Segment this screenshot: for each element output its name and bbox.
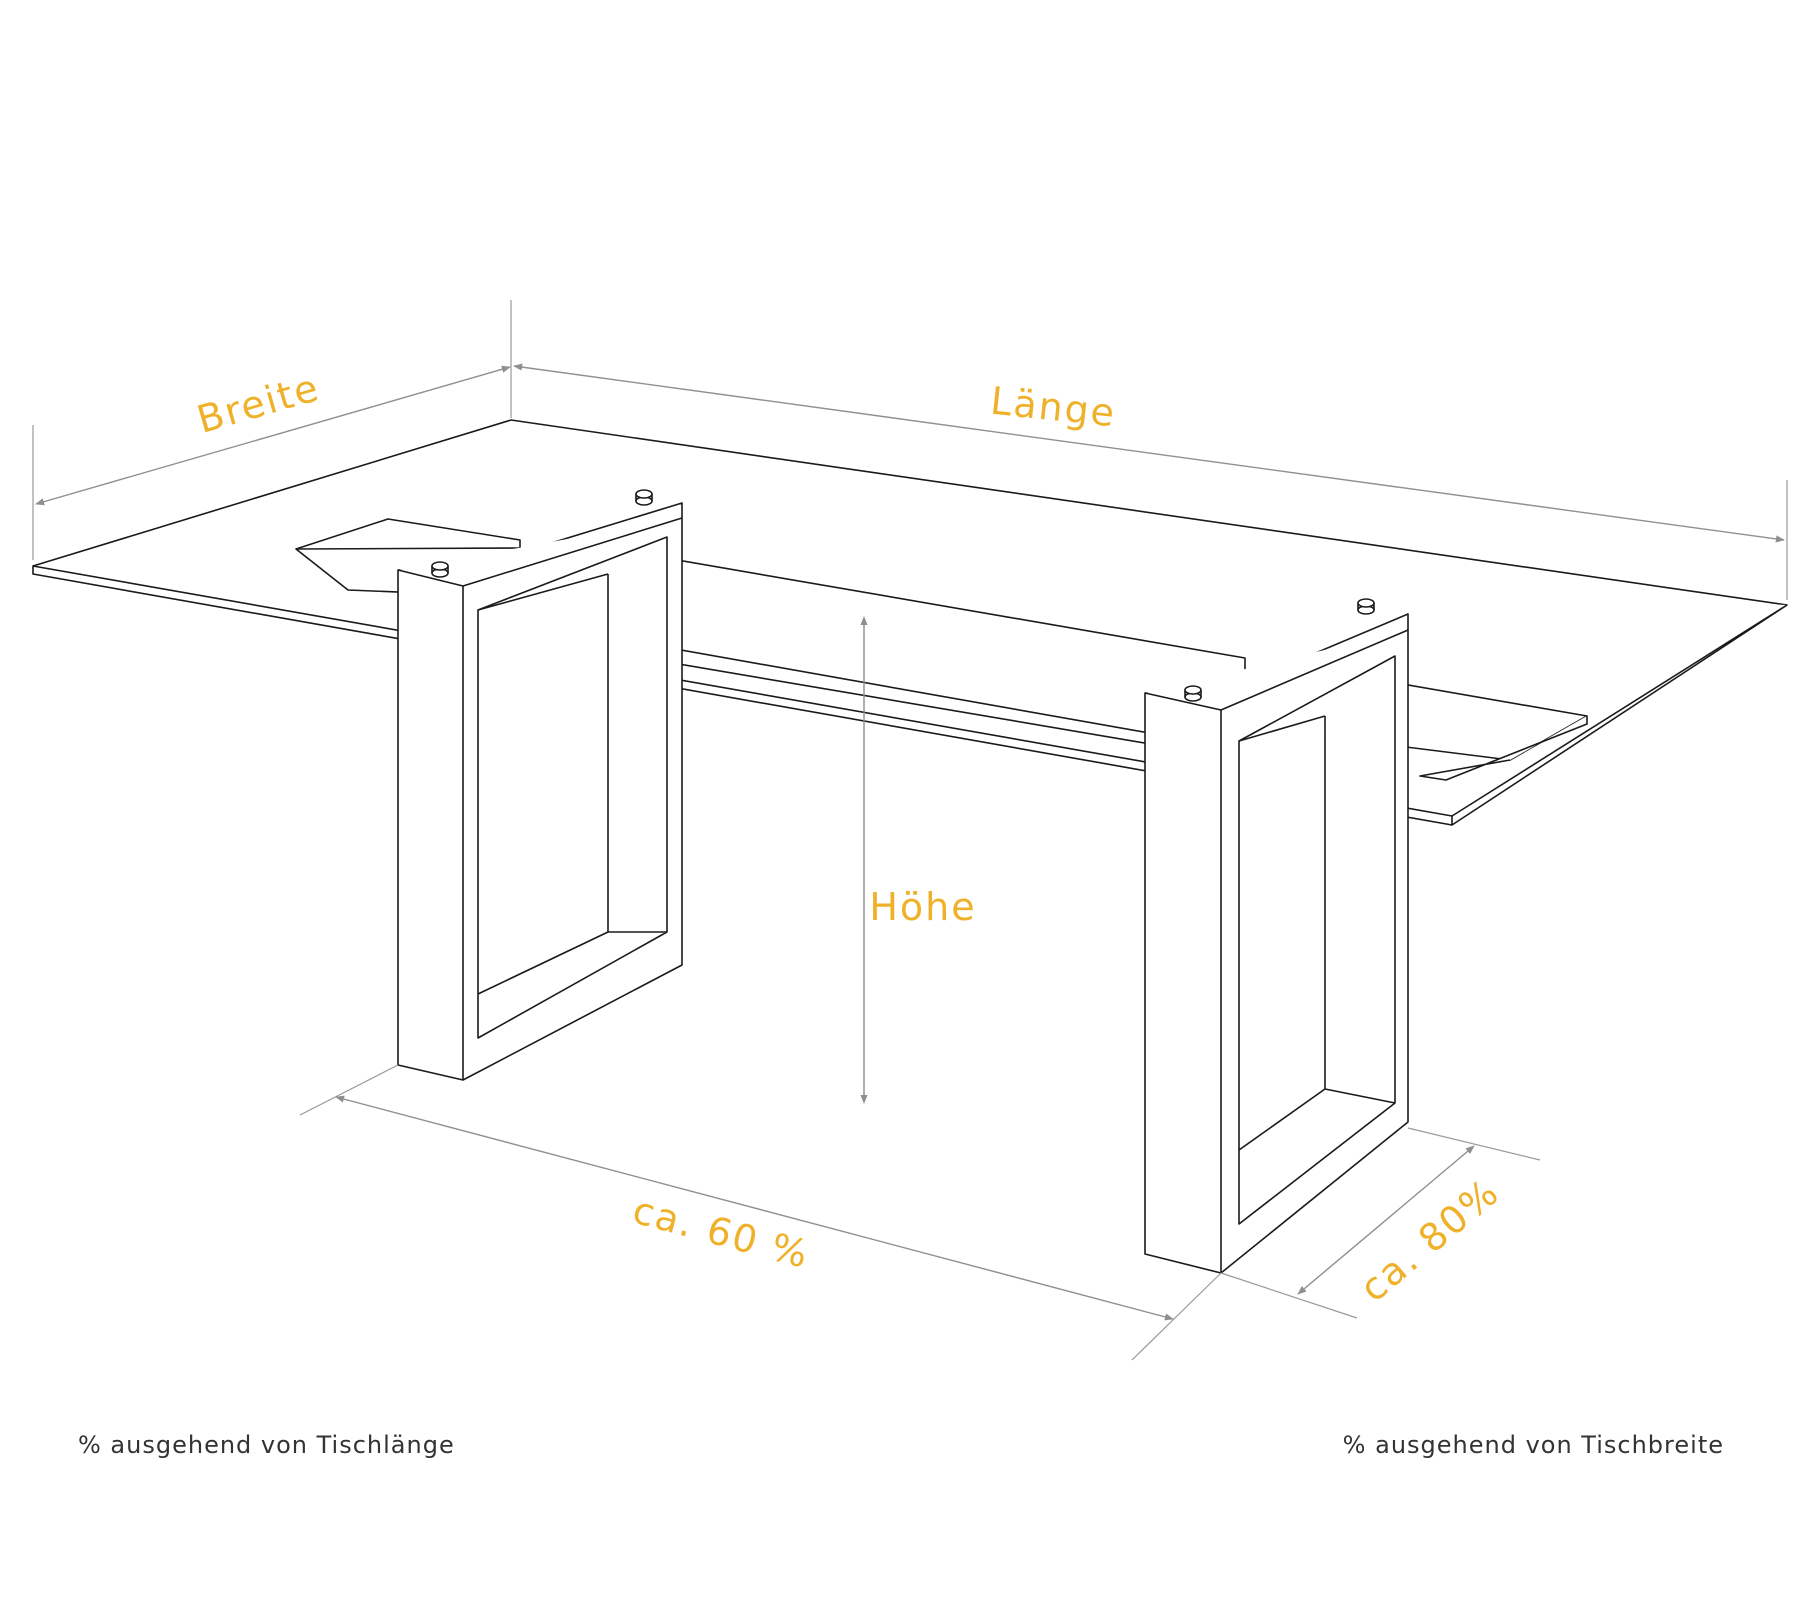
- note-table-width: % ausgehend von Tischbreite: [1343, 1431, 1724, 1459]
- left-leg-frame: [397, 489, 683, 1081]
- dimension-leg-spacing: [299, 1064, 1222, 1361]
- dimension-length: [513, 363, 1788, 600]
- dimension-width: [32, 300, 512, 560]
- label-breite: Breite: [192, 365, 324, 442]
- label-percent-width: ca. 80%: [1352, 1170, 1508, 1311]
- note-table-length: % ausgehend von Tischlänge: [78, 1431, 455, 1459]
- right-leg-frame: [1144, 598, 1409, 1274]
- label-percent-length: ca. 60 %: [628, 1188, 814, 1277]
- label-hoehe: Höhe: [869, 885, 976, 929]
- dimension-leg-depth: [1220, 1127, 1541, 1319]
- label-laenge: Länge: [988, 379, 1118, 436]
